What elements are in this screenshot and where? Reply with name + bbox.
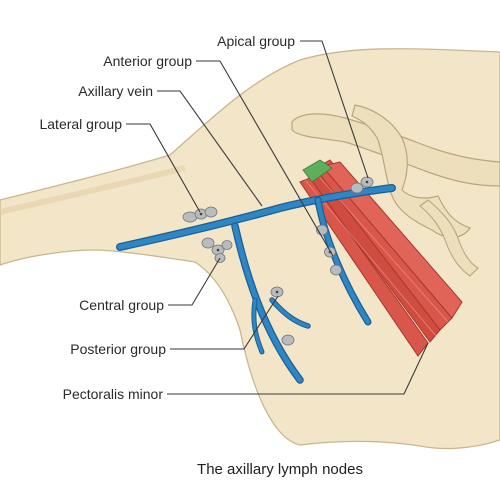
central-group-leader: [168, 257, 221, 306]
axillary-vein-label: Axillary vein: [78, 83, 153, 99]
lateral-group-label: Lateral group: [39, 116, 122, 132]
apical-group-label: Apical group: [217, 33, 295, 49]
posterior-group-nodes: [270, 286, 295, 346]
labels: Apical group Anterior group Axillary vei…: [39, 33, 295, 402]
arm-shadow: [0, 165, 186, 215]
lateral-group-nodes: [182, 206, 218, 223]
anterior-group-label: Anterior group: [103, 53, 192, 69]
pectoralis-minor-leader: [167, 342, 429, 395]
pectoralis-tendon: [302, 159, 333, 183]
apical-group-nodes: [350, 176, 374, 194]
central-group-label: Central group: [79, 297, 164, 313]
pectoralis-minor-label: Pectoralis minor: [63, 386, 164, 402]
posterior-group-label: Posterior group: [70, 341, 166, 357]
figure-caption: The axillary lymph nodes: [197, 461, 363, 478]
central-group-nodes: [201, 237, 233, 263]
rib-bone: [419, 199, 479, 277]
lateral-group-leader: [126, 123, 201, 213]
anatomy-illustration: [0, 48, 500, 450]
lymph-nodes: [182, 176, 374, 346]
apical-group-leader: [300, 40, 369, 179]
posterior-group-leader: [170, 295, 279, 350]
anterior-group-leader: [196, 60, 334, 257]
leader-lines: [126, 40, 429, 395]
scapula-bone: [351, 104, 471, 238]
axillary-vein-leader: [157, 90, 263, 207]
